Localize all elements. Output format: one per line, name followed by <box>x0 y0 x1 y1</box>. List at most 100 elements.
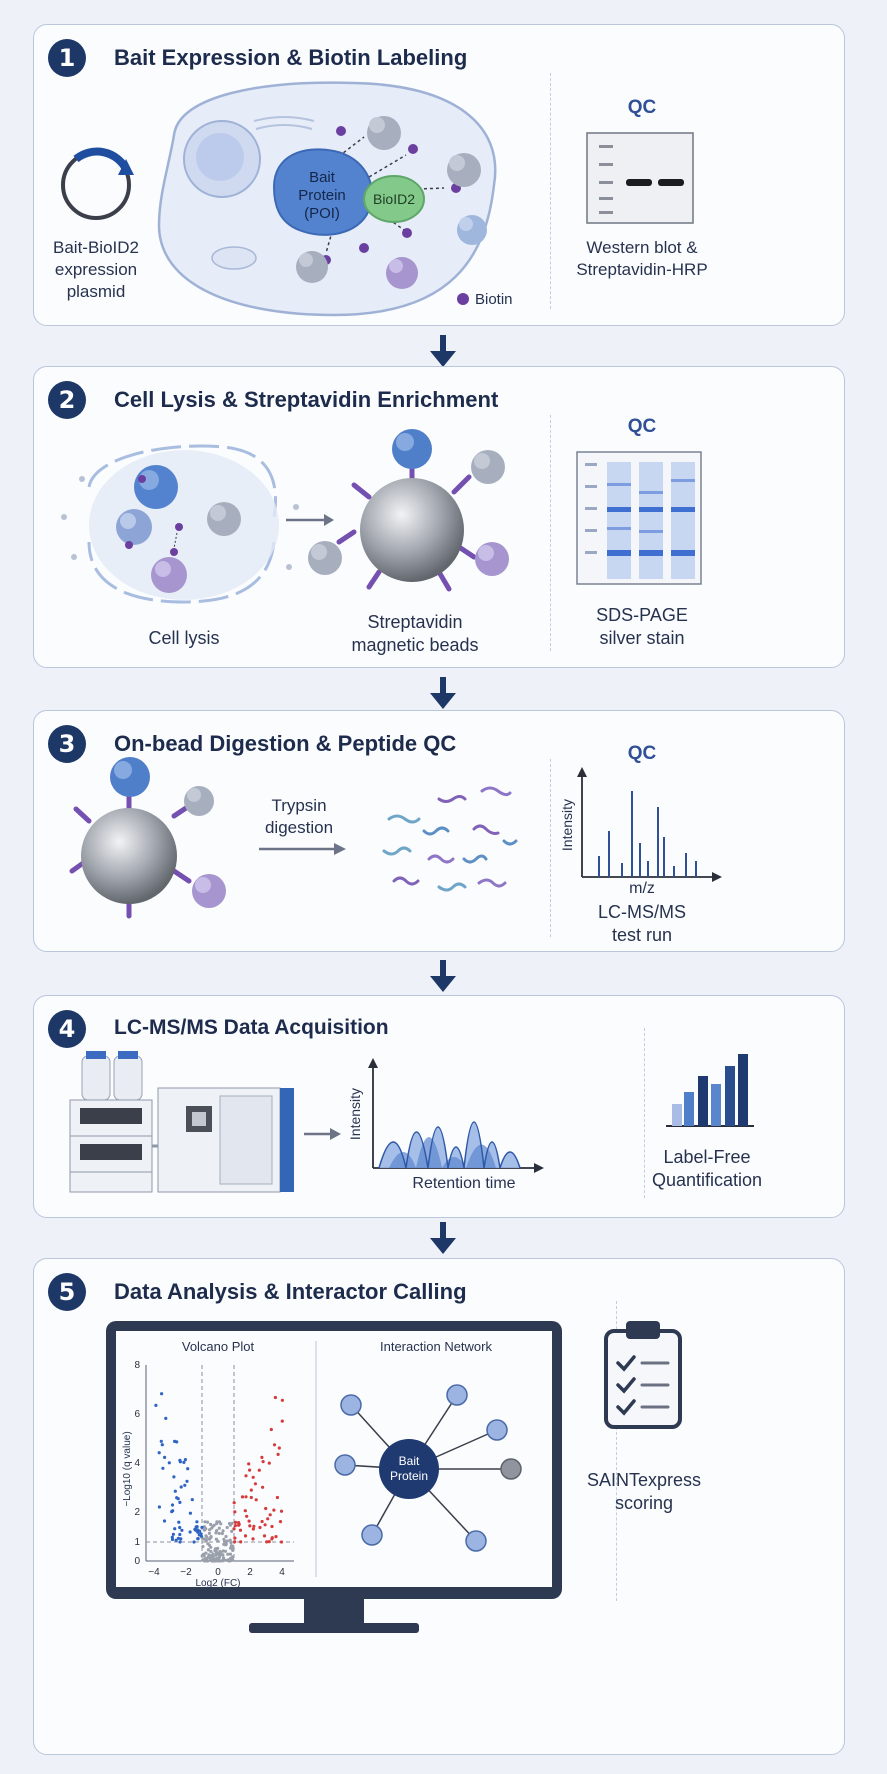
volcano-point <box>277 1446 281 1450</box>
biotin-legend-label: Biotin <box>475 291 513 308</box>
volcano-x-tick: 0 <box>215 1567 221 1578</box>
volcano-point <box>229 1546 233 1550</box>
saint-label-line-2: scoring <box>614 1493 674 1514</box>
lc-instrument-icon <box>69 1051 162 1193</box>
volcano-point <box>205 1559 209 1563</box>
volcano-point <box>214 1553 218 1557</box>
western-blot-label-line-2: Streptavidin-HRP <box>576 260 708 280</box>
volcano-point <box>170 1503 175 1507</box>
volcano-point <box>270 1524 274 1529</box>
volcano-point <box>206 1548 210 1552</box>
volcano-point <box>212 1523 216 1527</box>
volcano-point <box>260 1455 264 1459</box>
volcano-point <box>207 1531 211 1535</box>
volcano-point <box>240 1495 245 1499</box>
spectrum-y-axis-label: Intensity <box>559 799 575 851</box>
volcano-point <box>245 1514 249 1518</box>
volcano-point <box>268 1513 272 1517</box>
volcano-point <box>261 1460 265 1464</box>
volcano-x-tick: −4 <box>148 1567 160 1578</box>
step-2-divider <box>550 415 551 651</box>
step-3-illustration: QC Intensity <box>69 743 722 919</box>
volcano-point <box>266 1517 270 1521</box>
step-1-divider <box>550 73 551 309</box>
lcms-test-label: LC-MS/MS test run <box>574 901 710 948</box>
step-5-divider <box>616 1301 617 1601</box>
step-4-title: LC-MS/MS Data Acquisition <box>114 1016 389 1039</box>
step-4-illustration: Intensity <box>69 1051 754 1193</box>
volcano-y-tick: 0 <box>134 1556 140 1567</box>
volcano-x-tick: 4 <box>279 1567 285 1578</box>
volcano-point <box>232 1501 236 1505</box>
volcano-point <box>217 1556 221 1560</box>
plasmid-icon <box>61 147 134 220</box>
volcano-point <box>217 1526 221 1530</box>
volcano-point <box>226 1552 230 1556</box>
volcano-point <box>261 1485 265 1489</box>
down-arrow-2 <box>430 677 456 709</box>
volcano-point <box>251 1527 255 1531</box>
volcano-point <box>209 1545 213 1549</box>
volcano-point <box>211 1554 215 1559</box>
volcano-point <box>171 1532 175 1536</box>
volcano-point <box>270 1536 274 1540</box>
western-blot-image <box>586 132 694 224</box>
step-2-number: 2 <box>48 381 86 419</box>
volcano-point <box>186 1467 190 1471</box>
bait-label-2: Protein <box>298 187 346 204</box>
volcano-point <box>208 1528 212 1532</box>
volcano-point <box>269 1427 273 1432</box>
step-4-number: 4 <box>48 1010 86 1048</box>
volcano-point <box>215 1547 219 1551</box>
step-5-panel: 5 Data Analysis & Interactor Calling <box>33 1258 845 1755</box>
volcano-point <box>178 1540 182 1544</box>
volcano-point <box>178 1500 182 1504</box>
volcano-point <box>173 1489 177 1493</box>
volcano-point <box>208 1522 213 1526</box>
volcano-y-tick: 8 <box>134 1360 140 1371</box>
plasmid-label-line-3: plasmid <box>66 282 126 302</box>
network-bait-label-1: Bait <box>399 1454 420 1468</box>
volcano-point <box>228 1538 232 1542</box>
volcano-point <box>223 1549 227 1553</box>
volcano-point <box>279 1540 284 1544</box>
trypsin-label-line-1: Trypsin <box>271 796 327 815</box>
lfq-label-line-2: Quantification <box>651 1170 763 1191</box>
volcano-point <box>244 1495 248 1499</box>
volcano-point <box>219 1522 223 1526</box>
step-3-number: 3 <box>48 725 86 763</box>
volcano-point <box>230 1529 234 1533</box>
step-5-title: Data Analysis & Interactor Calling <box>114 1279 467 1304</box>
network-bait-label-2: Protein <box>390 1469 428 1483</box>
volcano-point <box>175 1440 179 1444</box>
volcano-point <box>206 1555 210 1559</box>
volcano-point <box>248 1524 252 1528</box>
volcano-point <box>200 1525 204 1529</box>
volcano-point <box>203 1520 207 1524</box>
volcano-y-tick: 6 <box>134 1409 140 1420</box>
volcano-point <box>222 1558 226 1562</box>
volcano-point <box>275 1495 279 1500</box>
step-2-panel: 2 Cell Lysis & Streptavidin Enrichment <box>33 366 845 668</box>
chromatogram-chart: Intensity <box>347 1058 544 1173</box>
western-blot-label: Western blot & Streptavidin-HRP <box>564 237 720 281</box>
volcano-point <box>239 1540 243 1544</box>
volcano-point <box>170 1535 174 1539</box>
step-2-title: Cell Lysis & Streptavidin Enrichment <box>114 387 499 412</box>
bioid2-label: BioID2 <box>373 191 415 207</box>
volcano-point <box>247 1462 251 1466</box>
volcano-point <box>229 1541 233 1545</box>
lcms-test-label-line-2: test run <box>611 925 673 946</box>
volcano-point <box>216 1551 220 1555</box>
volcano-point <box>167 1461 171 1465</box>
lfq-bar-icon <box>666 1054 754 1127</box>
magnetic-bead-icon <box>308 429 509 592</box>
volcano-point <box>180 1528 184 1532</box>
plasmid-label: Bait-BioID2 expression plasmid <box>40 237 152 303</box>
peptide-fragments <box>382 786 518 892</box>
beads-label: Streptavidin magnetic beads <box>330 611 500 658</box>
volcano-y-tick: 2 <box>134 1507 140 1518</box>
step-1-qc-label: QC <box>628 97 657 118</box>
bait-label-3: (POI) <box>304 205 340 222</box>
lcms-test-label-line-1: LC-MS/MS <box>597 902 686 922</box>
